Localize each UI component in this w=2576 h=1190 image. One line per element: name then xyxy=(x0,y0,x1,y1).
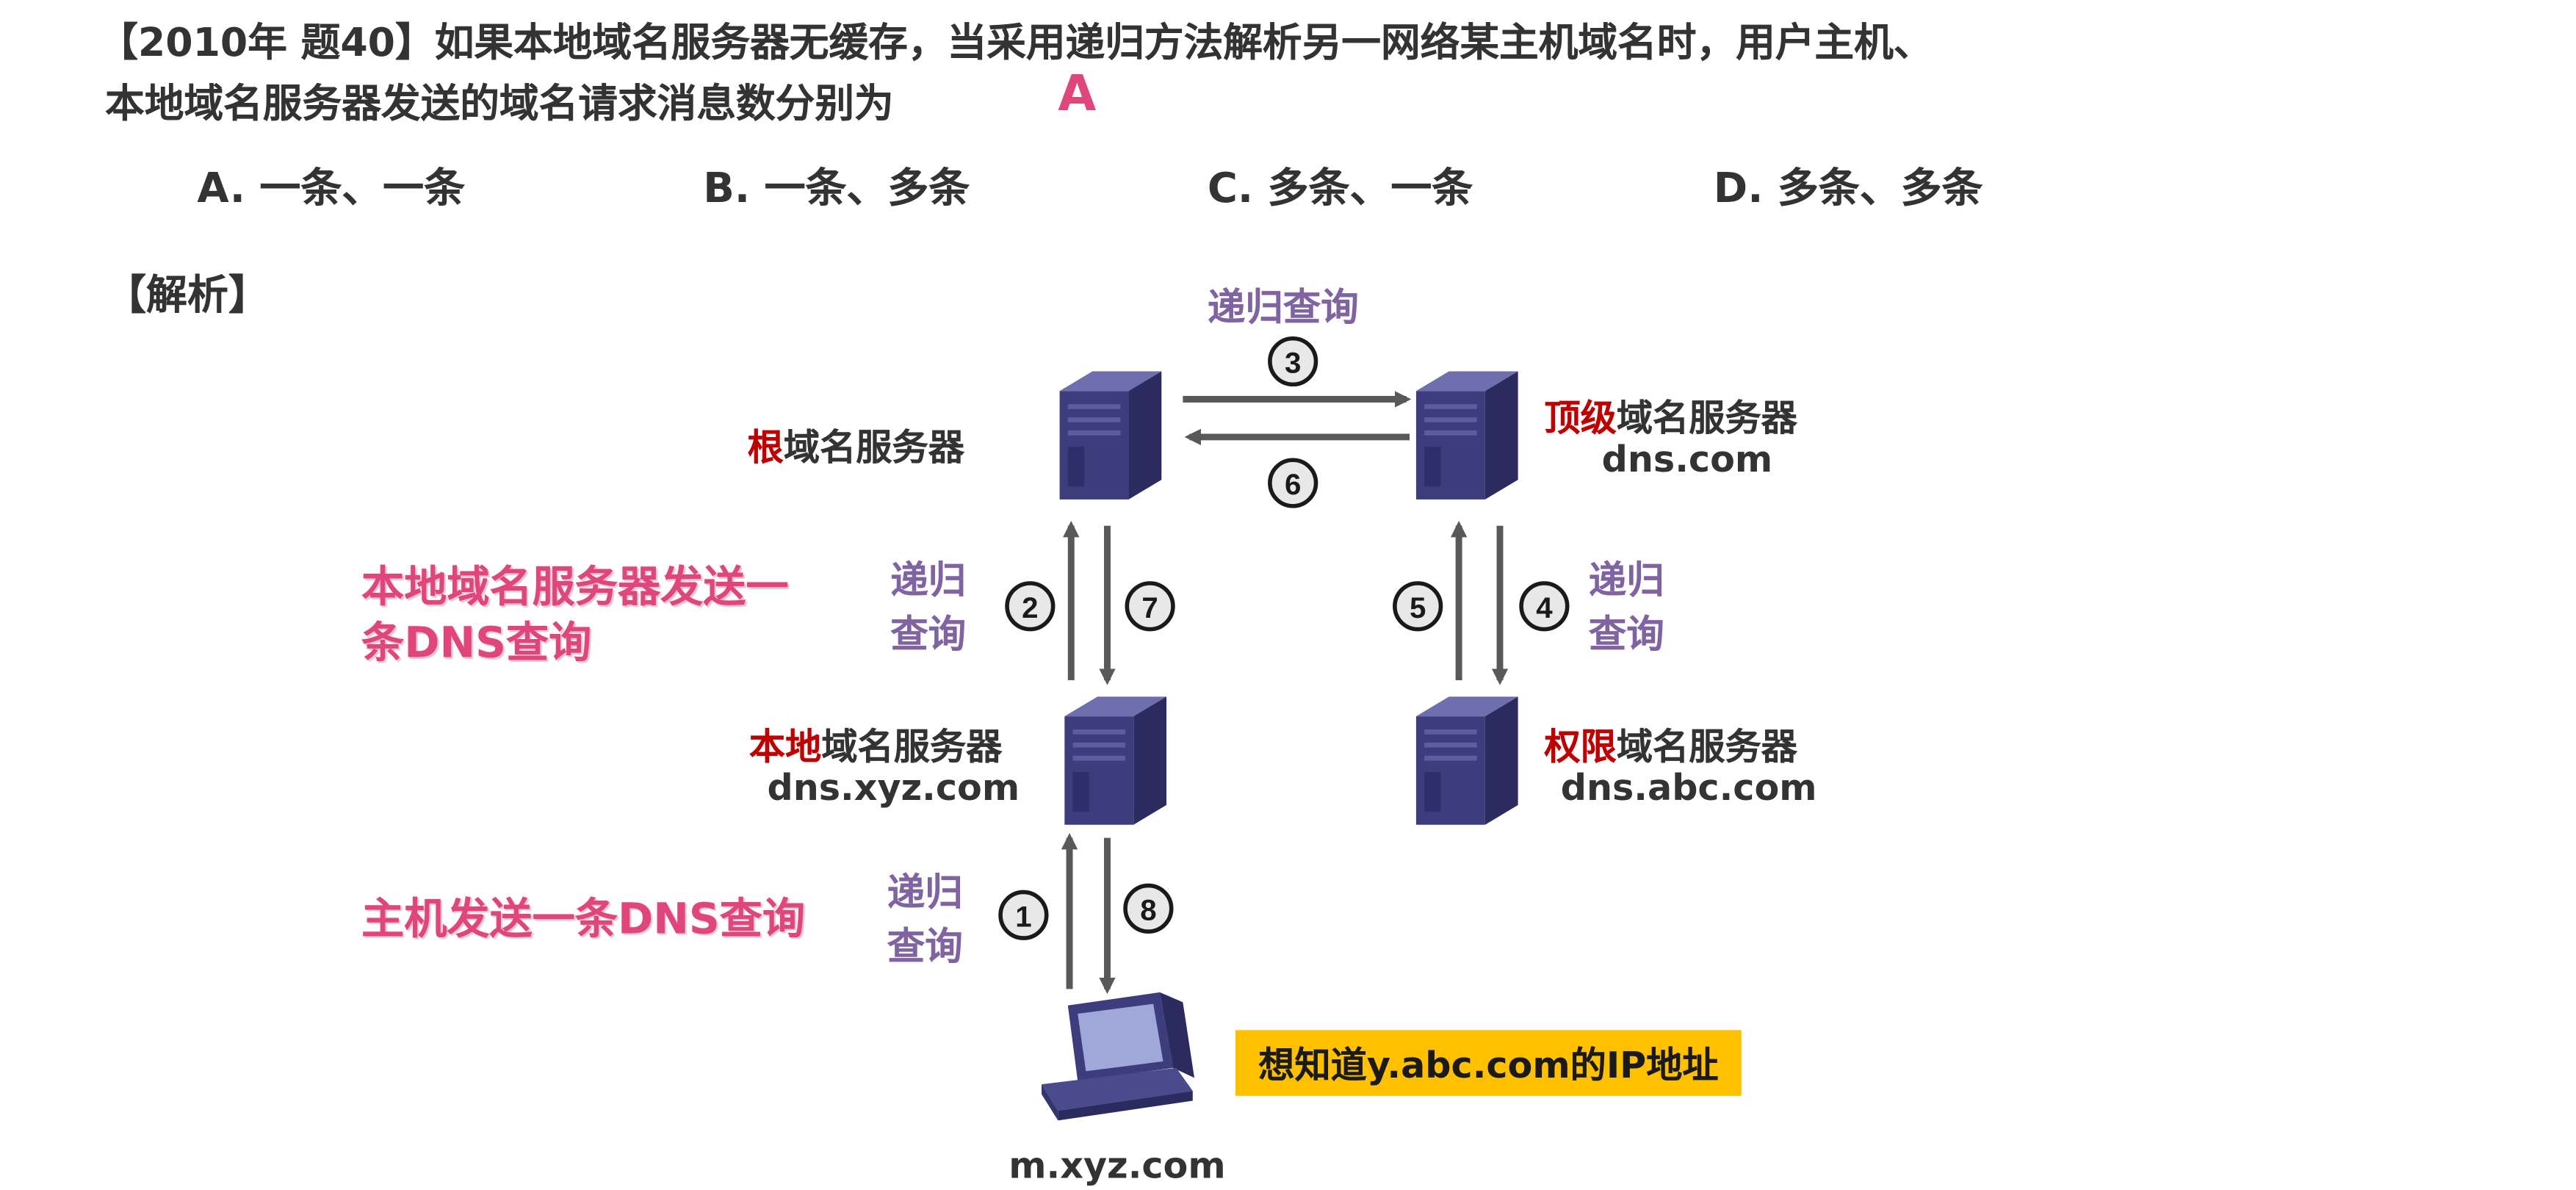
option-b: B. 一条、多条 xyxy=(703,164,970,212)
tld-server-host: dns.com xyxy=(1601,440,1773,482)
query-target-callout: 想知道y.abc.com的IP地址 xyxy=(1235,1030,1742,1096)
local-server-host: dns.xyz.com xyxy=(767,768,1020,810)
local-server-icon xyxy=(1064,696,1166,825)
right-query-label-2: 查询 xyxy=(1588,614,1664,657)
root-server-label: 根域名服务器 xyxy=(747,428,964,470)
local-server-label: 本地域名服务器 xyxy=(748,727,1003,769)
question-line-2: 本地域名服务器发送的域名请求消息数分别为 xyxy=(105,80,894,127)
left-query-label-2: 查询 xyxy=(890,614,967,657)
step-8-label: 8 xyxy=(1140,893,1156,926)
option-d: D. 多条、多条 xyxy=(1713,164,1983,212)
local-note-line-2: 条DNS查询 xyxy=(361,619,592,669)
step-4-label: 4 xyxy=(1536,591,1553,624)
left-query-label-1: 递归 xyxy=(890,560,967,603)
auth-server-host: dns.abc.com xyxy=(1560,768,1817,810)
tld-server-label: 顶级域名服务器 xyxy=(1544,399,1797,441)
host-note: 主机发送一条DNS查询 xyxy=(361,895,806,945)
bottom-query-label-2: 查询 xyxy=(887,926,963,970)
bottom-query-label-1: 递归 xyxy=(887,872,963,915)
auth-server-label: 权限域名服务器 xyxy=(1544,727,1797,769)
step-6-label: 6 xyxy=(1285,468,1301,501)
root-server-icon xyxy=(1059,371,1162,500)
analysis-title: 【解析】 xyxy=(105,271,270,319)
right-query-label-1: 递归 xyxy=(1588,560,1664,603)
question-line-1: 【2010年 题40】如果本地域名服务器无缓存，当采用递归方法解析另一网络某主机… xyxy=(98,19,1933,66)
computer-icon xyxy=(1042,992,1195,1121)
answer-mark: A xyxy=(1058,65,1097,123)
option-a: A. 一条、一条 xyxy=(197,164,465,212)
step-1-label: 1 xyxy=(1015,900,1031,933)
auth-server-icon xyxy=(1415,696,1518,825)
option-c: C. 多条、一条 xyxy=(1207,164,1473,212)
tld-server-icon xyxy=(1415,371,1518,500)
top-query-label: 递归查询 xyxy=(1207,287,1359,331)
client-host: m.xyz.com xyxy=(1009,1147,1226,1189)
step-5-label: 5 xyxy=(1410,591,1426,624)
step-3-label: 3 xyxy=(1285,347,1301,380)
step-2-label: 2 xyxy=(1022,591,1038,624)
step-7-label: 7 xyxy=(1141,591,1158,624)
local-note-line-1: 本地域名服务器发送一 xyxy=(361,563,789,613)
